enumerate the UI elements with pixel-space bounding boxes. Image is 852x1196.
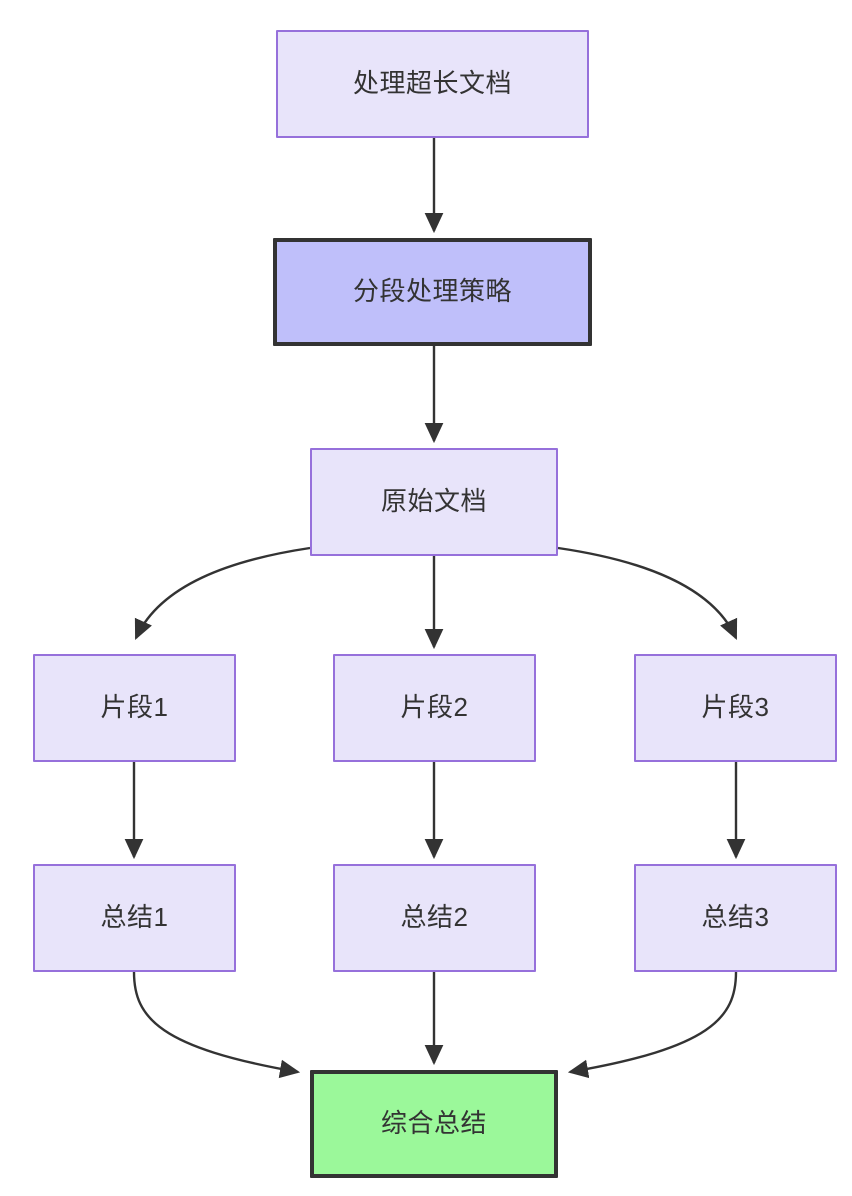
node-summary-3[interactable]: 总结3 — [634, 864, 837, 972]
node-label: 片段2 — [400, 692, 469, 723]
node-segment-3[interactable]: 片段3 — [634, 654, 837, 762]
node-process-long-document[interactable]: 处理超长文档 — [276, 30, 589, 138]
edge-n7-n10 — [132, 971, 301, 1079]
node-segment-2[interactable]: 片段2 — [333, 654, 536, 762]
edge-n9-n10 — [567, 971, 738, 1079]
node-chunking-strategy[interactable]: 分段处理策略 — [273, 238, 592, 346]
node-segment-1[interactable]: 片段1 — [33, 654, 236, 762]
node-label: 总结1 — [100, 902, 169, 933]
node-summary-2[interactable]: 总结2 — [333, 864, 536, 972]
node-label: 处理超长文档 — [352, 68, 512, 99]
edge-n3-n4 — [134, 546, 311, 640]
node-summary-1[interactable]: 总结1 — [33, 864, 236, 972]
node-label: 分段处理策略 — [352, 276, 512, 307]
node-label: 原始文档 — [380, 486, 487, 517]
edge-n3-n6 — [557, 546, 738, 640]
node-label: 片段1 — [100, 692, 169, 723]
node-label: 片段3 — [701, 692, 770, 723]
node-label: 总结2 — [400, 902, 469, 933]
node-label: 综合总结 — [380, 1108, 487, 1139]
node-comprehensive-summary[interactable]: 综合总结 — [310, 1070, 558, 1178]
node-label: 总结3 — [701, 902, 770, 933]
node-original-document[interactable]: 原始文档 — [310, 448, 558, 556]
